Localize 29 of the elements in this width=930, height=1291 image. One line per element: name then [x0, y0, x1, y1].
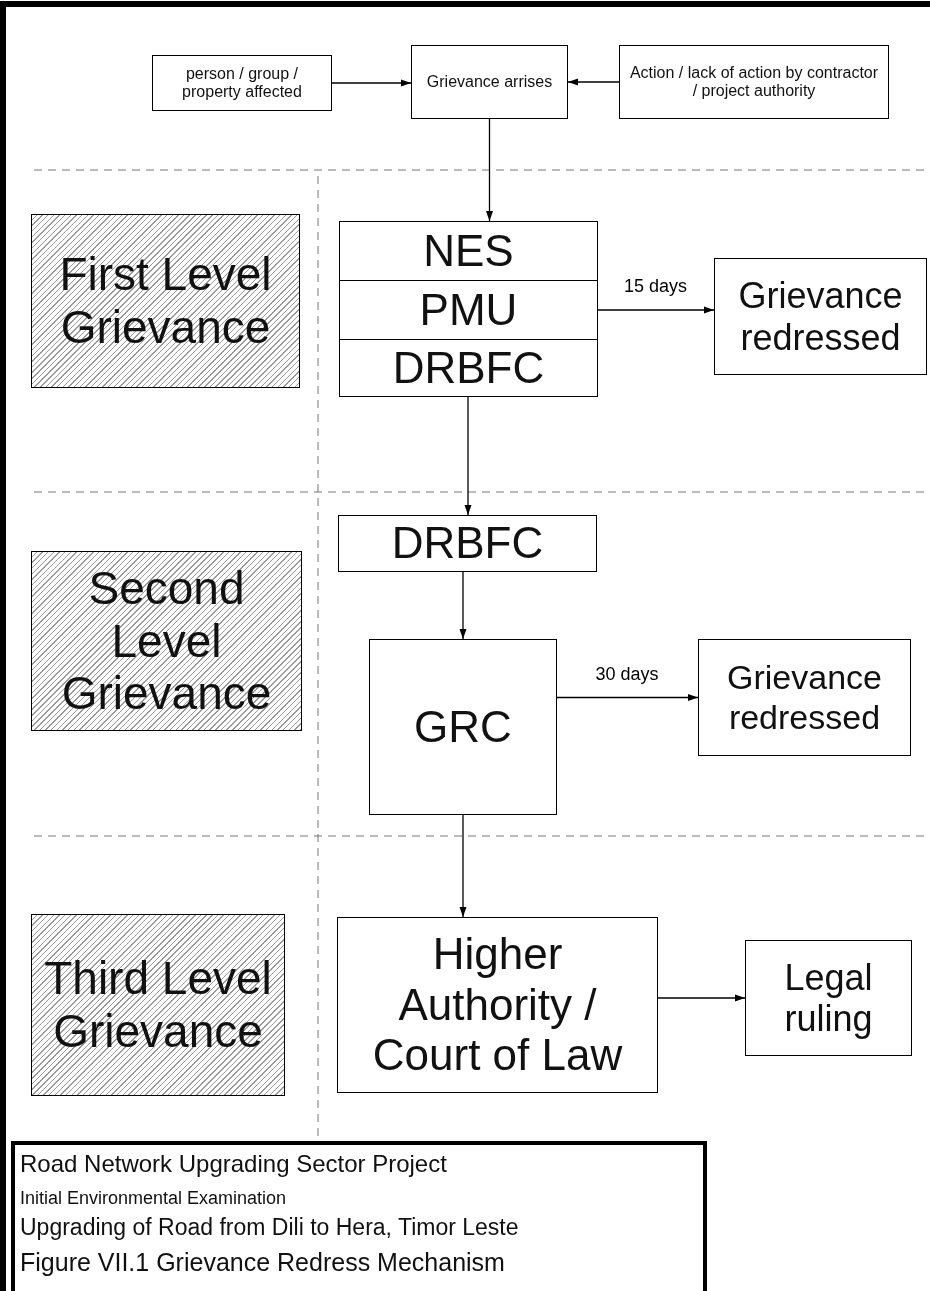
title-block-text: Figure VII.1 Grievance Redress Mechanism: [20, 1248, 505, 1277]
level-box: Third Level Grievance: [31, 914, 285, 1096]
arrow: [464, 396, 472, 516]
arrow: [597, 306, 715, 314]
process-box: GRC: [369, 639, 557, 815]
process-box: DRBFC: [339, 339, 598, 397]
arrow: [567, 78, 620, 86]
process-box: NES: [339, 221, 598, 281]
level-box: Second Level Grievance: [31, 551, 302, 731]
title-block-text: Initial Environmental Examination: [20, 1188, 287, 1209]
edge-label: 15 days: [622, 276, 690, 297]
process-box: DRBFC: [338, 515, 597, 572]
title-block-text: Road Network Upgrading Sector Project: [20, 1150, 447, 1178]
process-box: Grievance arrises: [411, 45, 568, 119]
level-box: First Level Grievance: [31, 214, 300, 388]
arrow: [657, 994, 746, 1002]
arrow: [331, 79, 412, 87]
process-box: Grievance redressed: [714, 258, 927, 375]
title-block-text: Upgrading of Road from Dili to Hera, Timor Leste: [20, 1214, 519, 1241]
arrow: [486, 118, 493, 222]
process-box: Grievance redressed: [698, 639, 911, 756]
process-box: person / group / property affected: [152, 55, 332, 111]
process-box: Legal ruling: [745, 940, 912, 1056]
process-box: Higher Authority / Court of Law: [337, 917, 658, 1093]
process-box: Action / lack of action by contractor / project authority: [619, 45, 889, 119]
arrow: [556, 694, 699, 701]
arrow: [459, 571, 467, 640]
process-box: PMU: [339, 280, 598, 340]
arrow: [459, 814, 467, 918]
